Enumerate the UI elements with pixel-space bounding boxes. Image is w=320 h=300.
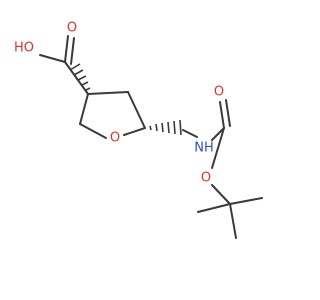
bond-c3-cooh bbox=[64, 61, 89, 95]
bond-c3-c4 bbox=[87, 91, 129, 95]
bond-cq-me2 bbox=[229, 203, 237, 239]
bond-cq-me1 bbox=[229, 197, 263, 205]
bond-carbonyl-o-double-a bbox=[219, 101, 225, 129]
hashed-wedge-c5 bbox=[149, 119, 182, 136]
bond-c4-c5 bbox=[127, 91, 146, 129]
bonds bbox=[39, 35, 263, 239]
bond-cooh-o-double-b bbox=[70, 37, 75, 65]
label-acid-oh: HO bbox=[14, 41, 34, 56]
bond-carbonyl-ester-o bbox=[211, 127, 225, 169]
bond-cooh-oh bbox=[39, 54, 66, 63]
bond-carbonyl-o-double-b bbox=[225, 99, 231, 127]
atom-labels: HO O O NH O O bbox=[14, 21, 224, 186]
bond-ring-o-c2 bbox=[79, 123, 107, 139]
bond-c2-c3 bbox=[79, 93, 89, 125]
label-carbamate-carbonyl-o: O bbox=[214, 85, 224, 100]
bond-cq-me3 bbox=[197, 203, 231, 213]
bond-cooh-o-double-a bbox=[64, 35, 69, 63]
label-ring-o: O bbox=[110, 131, 120, 146]
bond-n-carbonyl bbox=[211, 127, 225, 141]
label-nh: NH bbox=[194, 141, 214, 156]
molecule-structure: HO O O NH O O bbox=[14, 21, 263, 239]
bond-ch2-n bbox=[182, 129, 198, 138]
bond-ester-o-cq bbox=[211, 184, 231, 205]
bond-c5-ring-o bbox=[123, 127, 146, 136]
label-ester-o: O bbox=[201, 171, 211, 186]
label-acid-carbonyl-o: O bbox=[67, 21, 77, 36]
stereo-wedges bbox=[69, 63, 182, 136]
hashed-wedge-c3 bbox=[69, 63, 91, 91]
